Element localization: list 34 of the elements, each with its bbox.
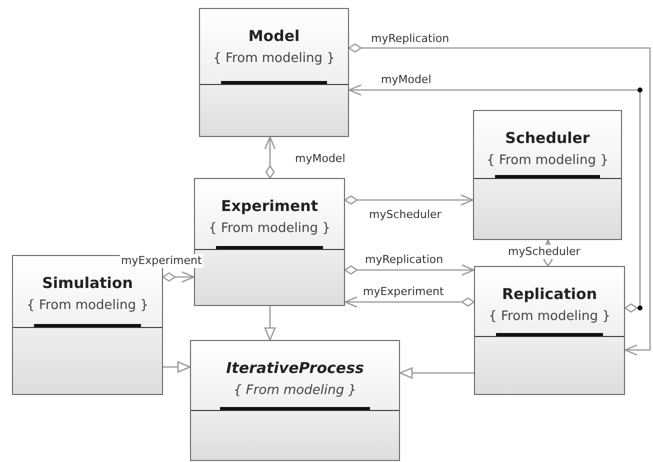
package-note: { From modeling } [234,383,356,398]
edge-label: myModel [380,73,432,87]
association-arrow [264,136,276,179]
association-arrow [348,43,651,356]
edge-label: myExperiment [120,254,203,268]
generalization-arrow [399,367,474,379]
edge-label: myReplication [370,32,450,46]
class-box [473,110,622,240]
edge-label: myScheduler [507,245,582,259]
class-name: Model [248,27,300,45]
package-note: { From modeling } [488,309,610,324]
edge-label: myExperiment [362,285,445,299]
edge-label: myScheduler [368,208,442,222]
package-note: { From modeling } [213,51,335,66]
package-note: { From modeling } [208,221,330,236]
association-arrow [162,271,195,283]
association-arrow [344,264,475,276]
class-name: Scheduler [505,129,590,147]
class-name: IterativeProcess [226,359,364,377]
class-name: Simulation [42,274,133,292]
class-box [190,340,400,461]
edge-label: myReplication [364,253,444,267]
association-arrow [344,194,474,206]
class-box [199,8,349,137]
class-box [474,266,625,395]
package-note: { From modeling } [26,298,148,313]
package-note: { From modeling } [486,153,608,168]
class-name: Experiment [220,197,318,215]
association-arrow [344,296,475,308]
generalization-arrow [264,306,276,341]
association-arrow [348,84,641,313]
class-name: Replication [502,285,598,303]
edge-label: myModel [294,152,346,166]
generalization-arrow [163,361,191,373]
